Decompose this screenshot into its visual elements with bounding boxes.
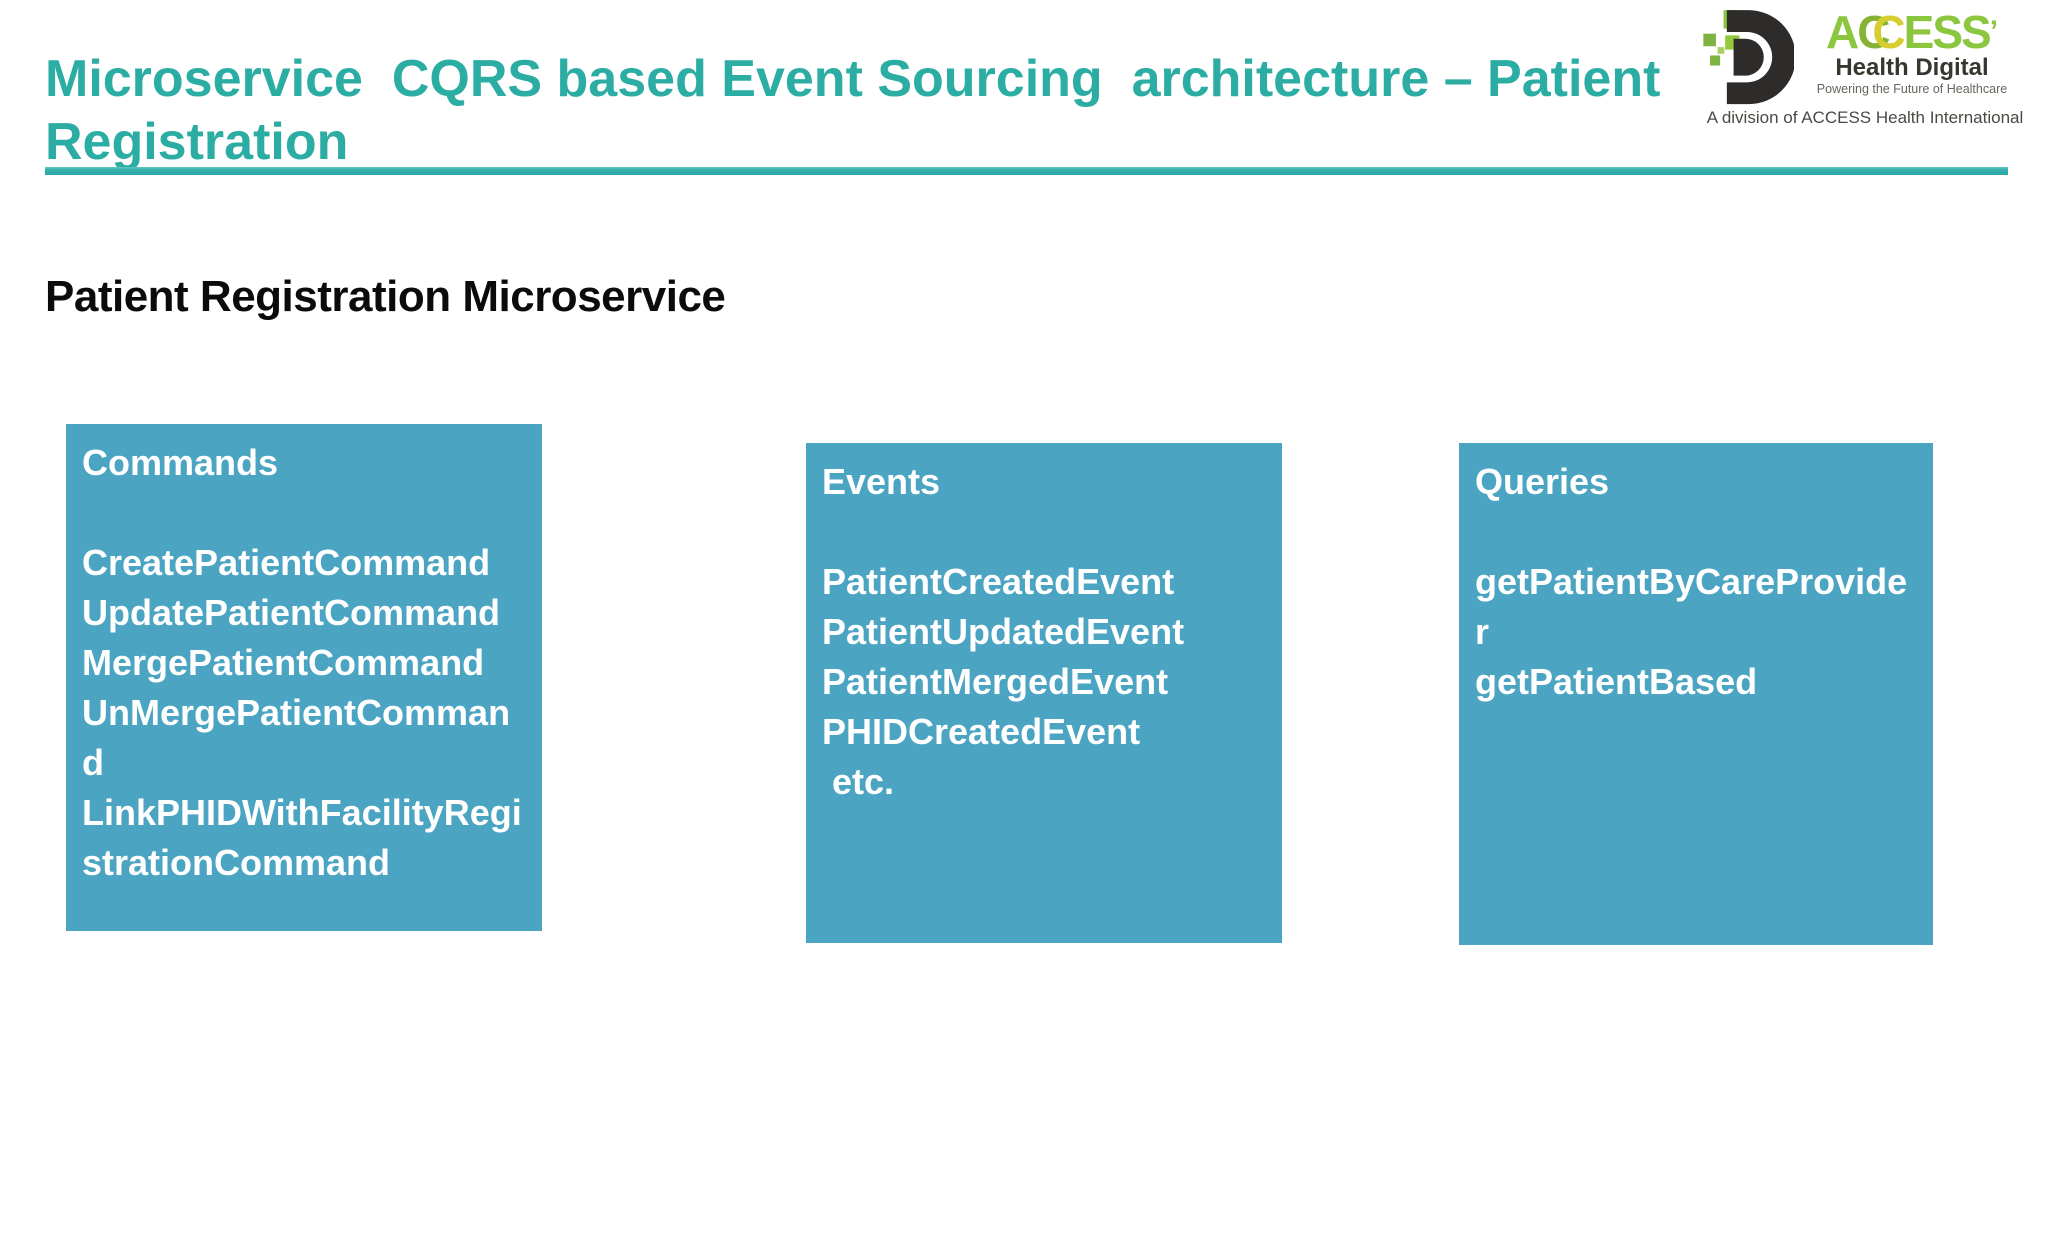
box-item: etc. — [822, 761, 895, 802]
box-item: CreatePatientCommand — [82, 542, 491, 583]
slide-title: Microservice CQRS based Event Sourcing a… — [45, 50, 1675, 171]
logo-letters-ess: ESS — [1903, 6, 1992, 58]
box-item: MergePatientCommand — [82, 642, 485, 683]
box-item: UpdatePatientCommand — [82, 592, 501, 633]
title-underline — [45, 167, 2008, 175]
logo-brand-text: ACCESS’ — [1794, 8, 2030, 56]
logo-line2: Health Digital — [1835, 54, 1989, 81]
queries-box-items: getPatientByCareProvider getPatientBased — [1475, 557, 1916, 707]
commands-box-title: Commands — [82, 442, 279, 483]
box-item: UnMergePatientCommand — [82, 692, 511, 783]
box-item: PatientMergedEvent — [822, 661, 1169, 702]
events-box-title: Events — [822, 461, 941, 502]
logo-tagline: Powering the Future of Healthcare — [1816, 82, 2008, 96]
logo-d-mark-icon — [1703, 10, 1794, 105]
logo-division-text: A division of ACCESS Health Internationa… — [1706, 108, 2024, 127]
box-item: getPatientByCareProvider — [1475, 561, 1908, 652]
box-item: PatientCreatedEvent — [822, 561, 1175, 602]
logo-letter-c1: C — [1857, 6, 1890, 58]
logo-letter-a: A — [1825, 6, 1859, 58]
box-item: PatientUpdatedEvent — [822, 611, 1185, 652]
access-health-digital-logo: ACCESS’ Health Digital Powering the Futu… — [1698, 6, 2032, 136]
box-item: PHIDCreatedEvent — [822, 711, 1141, 752]
logo-tick: ’ — [1989, 15, 1999, 48]
box-item: getPatientBased — [1475, 661, 1758, 702]
box-item: LinkPHIDWithFacilityRegistrationCommand — [82, 792, 522, 883]
queries-box-title: Queries — [1475, 461, 1610, 502]
section-heading: Patient Registration Microservice — [45, 272, 726, 321]
logo-letter-c2: C — [1872, 6, 1905, 58]
